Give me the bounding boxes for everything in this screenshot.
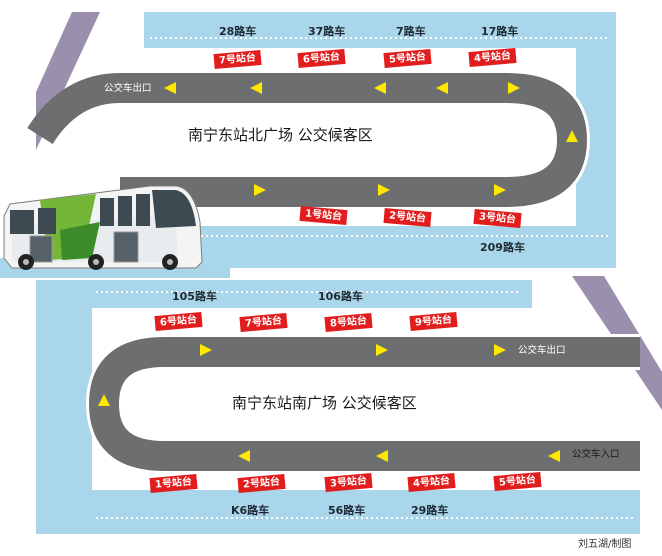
credit-label: 刘五湖/制图: [578, 539, 632, 550]
direction-arrow-icon: [164, 82, 578, 196]
south-exit-label: 公交车出口: [518, 345, 566, 356]
route-label: 106路车: [318, 290, 363, 303]
route-label: 29路车: [411, 504, 449, 517]
route-label: 17路车: [481, 25, 519, 38]
route-label: 37路车: [308, 25, 346, 38]
north-exit-label: 公交车出口: [104, 83, 152, 94]
north-bg-bottom: [188, 226, 616, 268]
route-label: 28路车: [219, 25, 257, 38]
south-bg-top: [36, 280, 532, 308]
north-entry-label: 公交车入口: [38, 185, 86, 196]
route-label: 209路车: [480, 241, 525, 254]
route-label: 56路车: [328, 504, 366, 517]
route-label: 7路车: [396, 25, 426, 38]
north-bg: [144, 12, 616, 48]
south-entry-label: 公交车入口: [572, 449, 620, 460]
north-area-label: 南宁东站北广场 公交候客区: [188, 126, 373, 144]
south-bg-bottom: [36, 490, 640, 534]
route-label: 105路车: [172, 290, 217, 303]
north-exit-road: [27, 73, 176, 145]
bus-icon: [3, 185, 203, 270]
route-label: K6路车: [231, 504, 270, 517]
direction-arrow-icon: [98, 344, 560, 462]
south-area-label: 南宁东站南广场 公交候客区: [232, 394, 417, 412]
